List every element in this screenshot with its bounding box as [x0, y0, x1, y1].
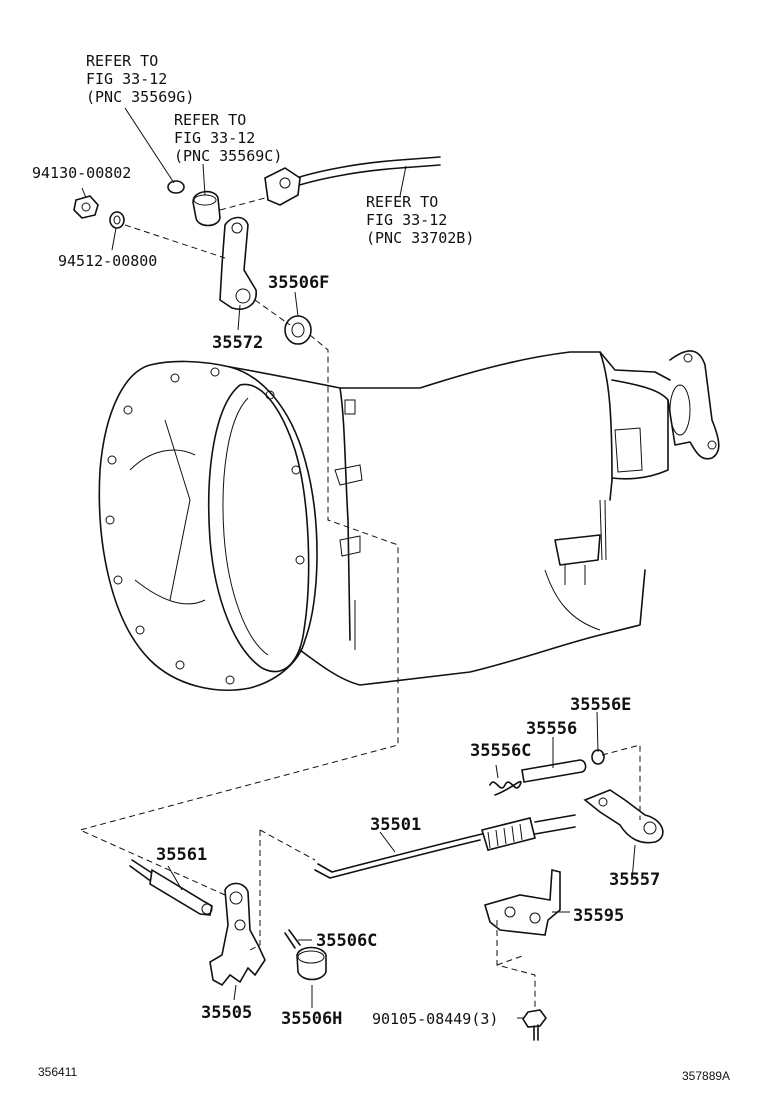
- figure-code-right: 357889A: [682, 1069, 730, 1083]
- refer-line1: REFER TO: [86, 52, 158, 70]
- pin-35556: [521, 759, 587, 783]
- refer-line3: (PNC 35569C): [174, 147, 282, 165]
- seal-35506F: [284, 315, 312, 345]
- refer-line2: FIG 33-12: [86, 70, 167, 88]
- lever-35505: [209, 882, 266, 987]
- bushing-35569C: [192, 190, 221, 227]
- part-label-94512-00800: 94512-00800: [58, 252, 157, 270]
- part-label-35561: 35561: [156, 845, 207, 865]
- part-label-35505: 35505: [201, 1003, 252, 1023]
- part-label-94130-00802: 94130-00802: [32, 164, 131, 182]
- bushing-35569G: [167, 180, 185, 194]
- refer-note-35569C: REFER TO FIG 33-12 (PNC 35569C): [174, 111, 282, 165]
- clip-35556E: [591, 749, 605, 765]
- refer-line2: FIG 33-12: [174, 129, 255, 147]
- part-label-35556: 35556: [526, 719, 577, 739]
- part-label-35556C: 35556C: [470, 741, 531, 761]
- part-label-35501: 35501: [370, 815, 421, 835]
- part-label-35506F: 35506F: [268, 273, 329, 293]
- refer-note-35569G: REFER TO FIG 33-12 (PNC 35569G): [86, 52, 194, 106]
- part-label-35557: 35557: [609, 870, 660, 890]
- dashed-lines: [78, 197, 641, 1010]
- lever-35557: [583, 789, 664, 844]
- rod-35501: [314, 814, 576, 879]
- spring-35556C: [489, 780, 522, 796]
- washer-94512: [109, 211, 125, 229]
- part-label-35506C: 35506C: [316, 931, 377, 951]
- nut-94130: [73, 195, 99, 219]
- transmission-housing: [98, 350, 720, 691]
- refer-line1: REFER TO: [366, 193, 438, 211]
- figure-code-left: 356411: [38, 1065, 77, 1079]
- shaft-35561: [129, 859, 213, 916]
- collar-35506H: [296, 946, 327, 981]
- cable-refer-33702B: [264, 156, 441, 206]
- part-label-35572: 35572: [212, 333, 263, 353]
- part-label-35556E: 35556E: [570, 695, 631, 715]
- refer-line3: (PNC 33702B): [366, 229, 474, 247]
- refer-note-33702B: REFER TO FIG 33-12 (PNC 33702B): [366, 193, 474, 247]
- refer-line2: FIG 33-12: [366, 211, 447, 229]
- leader-lines: [81, 107, 636, 1019]
- refer-line3: (PNC 35569G): [86, 88, 194, 106]
- bracket-35595: [484, 868, 561, 936]
- lever-35572: [219, 216, 257, 310]
- pin-35506C: [284, 929, 301, 949]
- bolt-90105: [522, 1009, 547, 1041]
- part-label-35595: 35595: [573, 906, 624, 926]
- part-label-35506H: 35506H: [281, 1009, 342, 1029]
- part-label-90105-08449: 90105-08449(3): [372, 1010, 498, 1028]
- refer-line1: REFER TO: [174, 111, 246, 129]
